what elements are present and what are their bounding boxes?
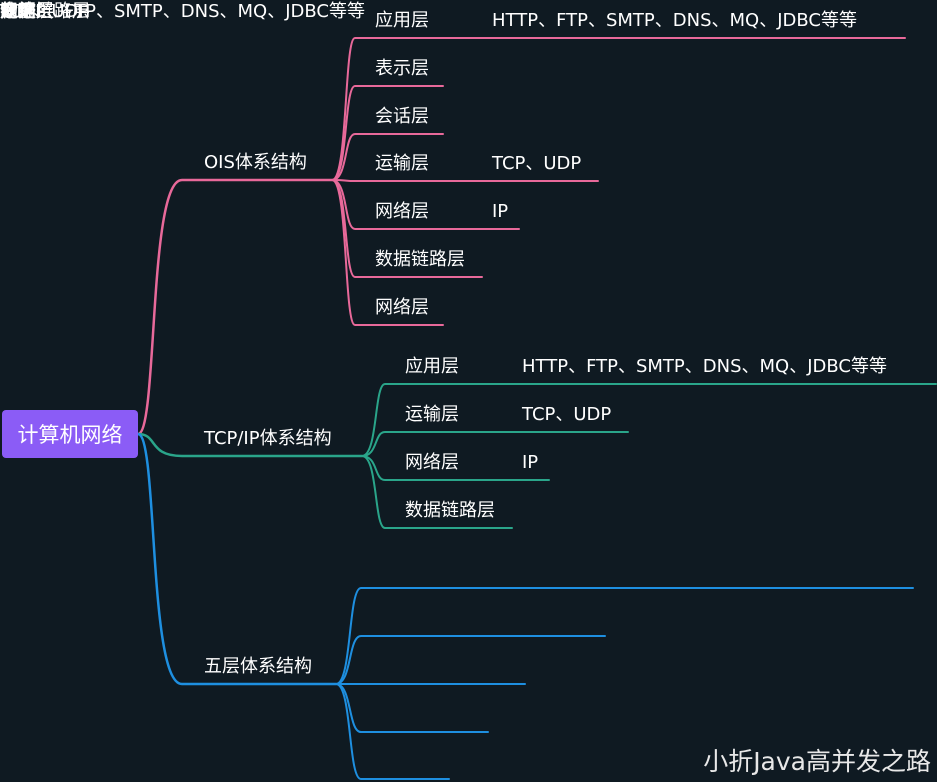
leaf-label-five-physical[interactable]: 物理层 <box>0 1 54 22</box>
leaf-label-ois-session[interactable]: 会话层 <box>375 106 429 127</box>
leaf-connector-five-layer-datalink <box>335 683 489 733</box>
leaf-connector-tcpip-datalink <box>361 455 513 529</box>
leaf-connector-ois-network <box>331 179 520 230</box>
leaf-connector-ois-network-2 <box>331 179 444 326</box>
leaf-connector-five-layer-transport <box>335 635 606 685</box>
detail-five-application: HTTP、FTP、SMTP、DNS、MQ、JDBC等等 <box>0 1 365 22</box>
root-node[interactable]: 计算机网络 <box>2 410 138 458</box>
leaf-label-five-transport[interactable]: 运输层 <box>0 1 54 22</box>
leaf-connector-ois-session <box>331 133 444 181</box>
leaf-connector-ois-presentation <box>331 85 444 181</box>
leaf-label-ois-transport[interactable]: 运输层 <box>375 153 429 174</box>
branch-connector-ois <box>136 178 334 436</box>
leaf-label-five-datalink[interactable]: 数据链路层 <box>0 1 90 22</box>
branch-connector-tcpip <box>136 432 364 458</box>
leaf-label-tcpip-network[interactable]: 网络层 <box>405 452 459 473</box>
detail-tcpip-network: IP <box>522 452 539 473</box>
branch-label-tcpip[interactable]: TCP/IP体系结构 <box>204 428 332 449</box>
root-node-label: 计算机网络 <box>17 423 123 447</box>
detail-ois-transport: TCP、UDP <box>492 153 582 174</box>
leaf-label-ois-datalink[interactable]: 数据链路层 <box>375 249 465 270</box>
leaf-connector-ois-application <box>331 37 906 181</box>
detail-ois-application: HTTP、FTP、SMTP、DNS、MQ、JDBC等等 <box>492 10 857 31</box>
detail-five-network: IP <box>0 1 17 22</box>
leaf-label-tcpip-application[interactable]: 应用层 <box>405 356 459 377</box>
leaf-connector-ois-transport <box>331 179 599 182</box>
detail-tcpip-application: HTTP、FTP、SMTP、DNS、MQ、JDBC等等 <box>522 356 887 377</box>
branch-label-ois[interactable]: OIS体系结构 <box>204 152 307 173</box>
leaf-label-five-application[interactable]: 应用层 <box>0 1 54 22</box>
leaf-connector-tcpip-application <box>361 383 937 457</box>
detail-five-transport: TCP、UDP <box>0 1 90 22</box>
leaf-label-ois-network-2[interactable]: 网络层 <box>375 297 429 318</box>
leaf-label-tcpip-transport[interactable]: 运输层 <box>405 404 459 425</box>
watermark-text: 小折Java高并发之路 <box>703 747 931 776</box>
leaf-connector-five-layer-physical <box>335 683 450 780</box>
leaf-label-ois-application[interactable]: 应用层 <box>375 10 429 31</box>
leaf-label-tcpip-datalink[interactable]: 数据链路层 <box>405 500 495 521</box>
branch-connector-five-layer <box>136 432 338 686</box>
detail-tcpip-transport: TCP、UDP <box>522 404 612 425</box>
leaf-label-ois-presentation[interactable]: 表示层 <box>375 58 429 79</box>
branch-label-five-layer[interactable]: 五层体系结构 <box>204 656 312 677</box>
leaf-label-ois-network[interactable]: 网络层 <box>375 201 429 222</box>
leaf-connector-tcpip-transport <box>361 431 629 457</box>
detail-ois-network: IP <box>492 201 509 222</box>
leaf-label-five-network[interactable]: 网络层 <box>0 1 54 22</box>
leaf-connector-five-layer-application <box>335 587 914 685</box>
